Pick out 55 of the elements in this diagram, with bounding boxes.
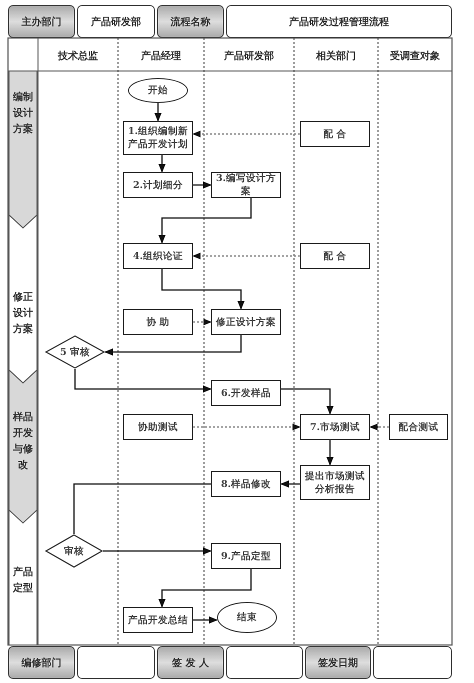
process-box: 修正设计方案 <box>211 309 281 335</box>
process-box: 协 助 <box>123 309 193 335</box>
arrow <box>158 569 252 608</box>
arrow <box>161 269 245 310</box>
arrow <box>193 181 212 189</box>
process-box: 9.产品定型 <box>211 543 281 569</box>
header-cell: 主办部门 <box>8 5 75 38</box>
header-cell: 流程名称 <box>157 5 224 38</box>
process-box: 协助测试 <box>123 414 193 440</box>
process-box: 8.样品修改 <box>211 471 281 497</box>
arrow <box>281 388 334 415</box>
lane-header: 产品研发部 <box>223 50 275 63</box>
process-box: 7.市场测试 <box>300 414 370 440</box>
terminal-oval: 开始 <box>128 78 188 103</box>
phase-label: 产品定型 <box>12 566 34 596</box>
decision-diamond: 5 审核 <box>45 335 105 369</box>
arrow <box>74 369 212 393</box>
lane-header: 产品经理 <box>140 50 182 63</box>
arrow <box>193 424 301 430</box>
lane-header: 相关部门 <box>314 49 357 63</box>
arrow <box>154 103 162 122</box>
process-box: 6.开发样品 <box>211 380 281 406</box>
footer-cell: 签 发 人 <box>157 646 224 679</box>
phase-label: 修正设计方案 <box>12 291 34 337</box>
process-box: 2.计划细分 <box>123 172 193 198</box>
phase-label: 编制设计方案 <box>12 90 34 137</box>
decision-diamond: 审核 <box>45 534 103 568</box>
arrow <box>192 252 300 260</box>
arrow <box>104 335 242 356</box>
arrow <box>280 480 300 488</box>
arrow <box>192 130 300 138</box>
arrow <box>369 424 389 430</box>
process-box: 产品开发总结 <box>123 607 193 633</box>
arrow <box>158 155 166 173</box>
arrow <box>103 547 212 555</box>
process-box: 配合测试 <box>389 414 448 440</box>
connector-line <box>73 483 211 534</box>
arrow <box>158 198 252 244</box>
lane-header: 受调查对象 <box>389 50 441 63</box>
arrow <box>193 318 212 326</box>
process-box: 配 合 <box>300 121 370 147</box>
phase-label: 样品开发与修改 <box>12 410 34 473</box>
footer-cell: 签发日期 <box>305 646 371 679</box>
header-cell: 产品研发部 <box>77 5 155 38</box>
arrow <box>193 616 218 624</box>
lane-header: 技术总监 <box>56 50 99 63</box>
header-cell: 产品研发过程管理流程 <box>226 5 452 38</box>
process-box: 3.编写设计方案 <box>211 172 281 198</box>
process-box: 4.组织论证 <box>123 243 193 269</box>
process-box: 提出市场测试分析报告 <box>300 465 370 500</box>
arrow <box>326 440 334 466</box>
footer-cell: 编修部门 <box>8 646 75 679</box>
process-box: 配 合 <box>300 243 370 269</box>
terminal-oval: 结束 <box>217 602 277 633</box>
process-box: 1.组织编制新产品开发计划 <box>123 121 193 155</box>
